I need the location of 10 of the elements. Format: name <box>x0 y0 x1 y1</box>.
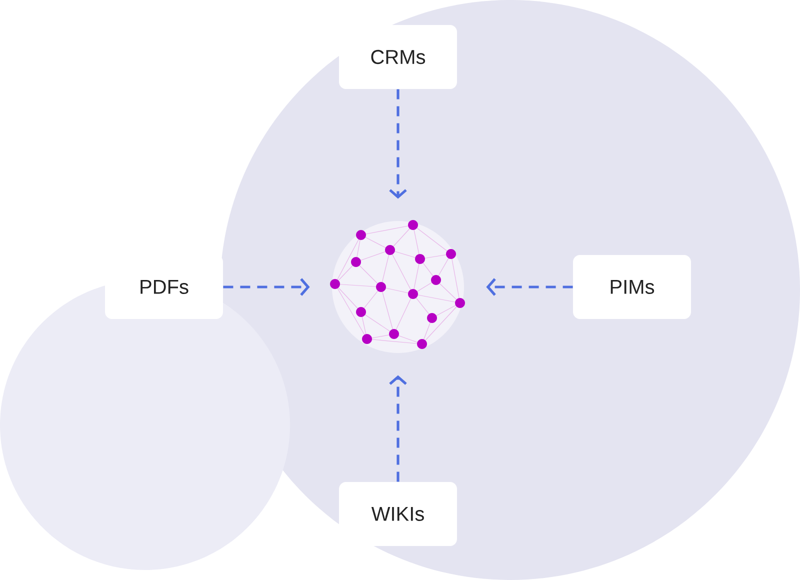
arrow <box>389 89 407 199</box>
label-box: PIMs <box>573 255 691 319</box>
label-box: PDFs <box>105 255 223 319</box>
label-box: WIKIs <box>339 482 457 546</box>
network-drawing <box>330 220 465 353</box>
arrow <box>486 278 573 296</box>
label-box: CRMs <box>339 25 457 89</box>
arrow <box>223 278 310 296</box>
arrow <box>389 375 407 482</box>
node-label: PDFs <box>140 280 188 294</box>
